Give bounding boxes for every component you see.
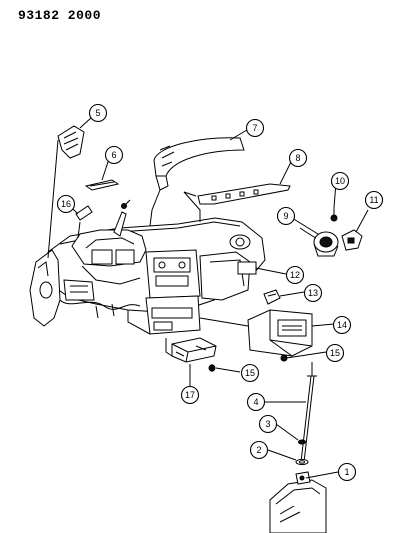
part-defroster-grille — [47, 125, 85, 259]
callout-2: 2 — [249, 440, 269, 460]
callout-8-label: 8 — [295, 153, 300, 163]
part-bezel-strip — [84, 179, 120, 191]
part-round-vent — [299, 227, 339, 257]
callout-9-label: 9 — [283, 211, 288, 221]
callout-7: 7 — [245, 118, 265, 138]
diagram-number: 93182 2000 — [18, 8, 102, 23]
callout-11-label: 11 — [369, 195, 378, 205]
callout-17-label: 17 — [185, 390, 195, 400]
callout-8: 8 — [288, 148, 308, 168]
part-antenna-washer — [295, 458, 309, 466]
part-screw-15-lower — [208, 364, 216, 372]
callout-15b: 15 — [240, 363, 260, 383]
part-dash-top-trim — [183, 183, 291, 222]
callout-12-label: 12 — [290, 270, 300, 280]
part-switch-module — [263, 289, 281, 305]
callout-16-label: 16 — [61, 199, 71, 209]
instrument-panel-body — [29, 199, 266, 335]
callout-15a-label: 15 — [330, 348, 340, 358]
callout-3-label: 3 — [265, 419, 270, 429]
callout-1-label: 1 — [344, 467, 349, 477]
callout-6-label: 6 — [111, 150, 116, 160]
callout-2-label: 2 — [256, 445, 261, 455]
part-radio-unit — [199, 309, 313, 357]
part-antenna-nut — [298, 439, 306, 445]
callout-4: 4 — [246, 392, 266, 412]
callout-13: 13 — [303, 283, 323, 303]
callout-5: 5 — [88, 103, 108, 123]
callout-13-label: 13 — [308, 288, 318, 298]
part-speaker-bracket — [75, 205, 93, 239]
callout-5-label: 5 — [95, 108, 100, 118]
callout-6: 6 — [104, 145, 124, 165]
part-antenna-mast — [300, 362, 317, 463]
part-storage-box — [165, 337, 217, 363]
callout-1: 1 — [337, 462, 357, 482]
part-clip-11 — [341, 229, 363, 251]
callout-11: 11 — [364, 190, 384, 210]
callout-15b-label: 15 — [245, 368, 255, 378]
callout-14: 14 — [332, 315, 352, 335]
part-antenna-base-fender — [269, 471, 327, 533]
callout-12: 12 — [285, 265, 305, 285]
part-cluster-hood — [149, 137, 245, 227]
callout-16: 16 — [56, 194, 76, 214]
callout-10-label: 10 — [335, 176, 345, 186]
callout-10: 10 — [330, 171, 350, 191]
callout-14-label: 14 — [337, 320, 347, 330]
callout-9: 9 — [276, 206, 296, 226]
callout-15a: 15 — [325, 343, 345, 363]
callout-7-label: 7 — [252, 123, 257, 133]
callout-4-label: 4 — [253, 397, 258, 407]
part-screw-15-upper — [280, 354, 301, 362]
part-screw-10 — [330, 208, 338, 222]
callout-17: 17 — [180, 385, 200, 405]
callout-3: 3 — [258, 414, 278, 434]
